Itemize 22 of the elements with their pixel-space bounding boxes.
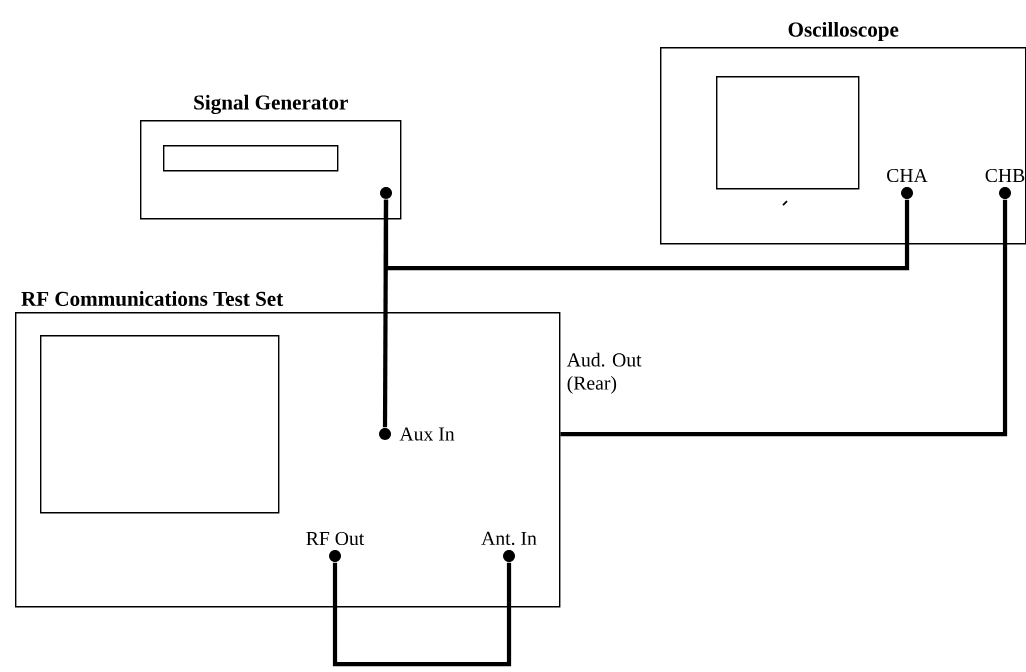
node-label: Aux In xyxy=(399,427,455,441)
node-label: RF Out xyxy=(306,531,365,546)
cable xyxy=(332,562,512,667)
display-screen xyxy=(163,145,339,172)
node-label: RF Communications Test Set xyxy=(21,291,284,307)
connector-port: Aux In xyxy=(379,427,455,441)
node-label: Oscilloscope xyxy=(788,21,899,42)
connector-port: CHA xyxy=(887,168,928,199)
node-label: CHB xyxy=(985,168,1025,183)
node-label: Ant. In xyxy=(481,531,537,546)
cable xyxy=(560,199,1008,437)
display-screen xyxy=(716,76,860,190)
connector-port xyxy=(380,187,392,199)
connector-port: CHB xyxy=(985,168,1025,199)
node-label: Signal Generator xyxy=(194,94,348,115)
connector-port: Ant. In xyxy=(481,531,537,563)
port-label: Aud. Out (Rear) xyxy=(566,352,642,394)
connector-port: RF Out xyxy=(306,531,365,563)
cable xyxy=(383,199,910,271)
display-screen xyxy=(40,335,280,514)
node-label: CHA xyxy=(887,168,928,183)
instrument-box: Signal Generator xyxy=(140,94,402,220)
